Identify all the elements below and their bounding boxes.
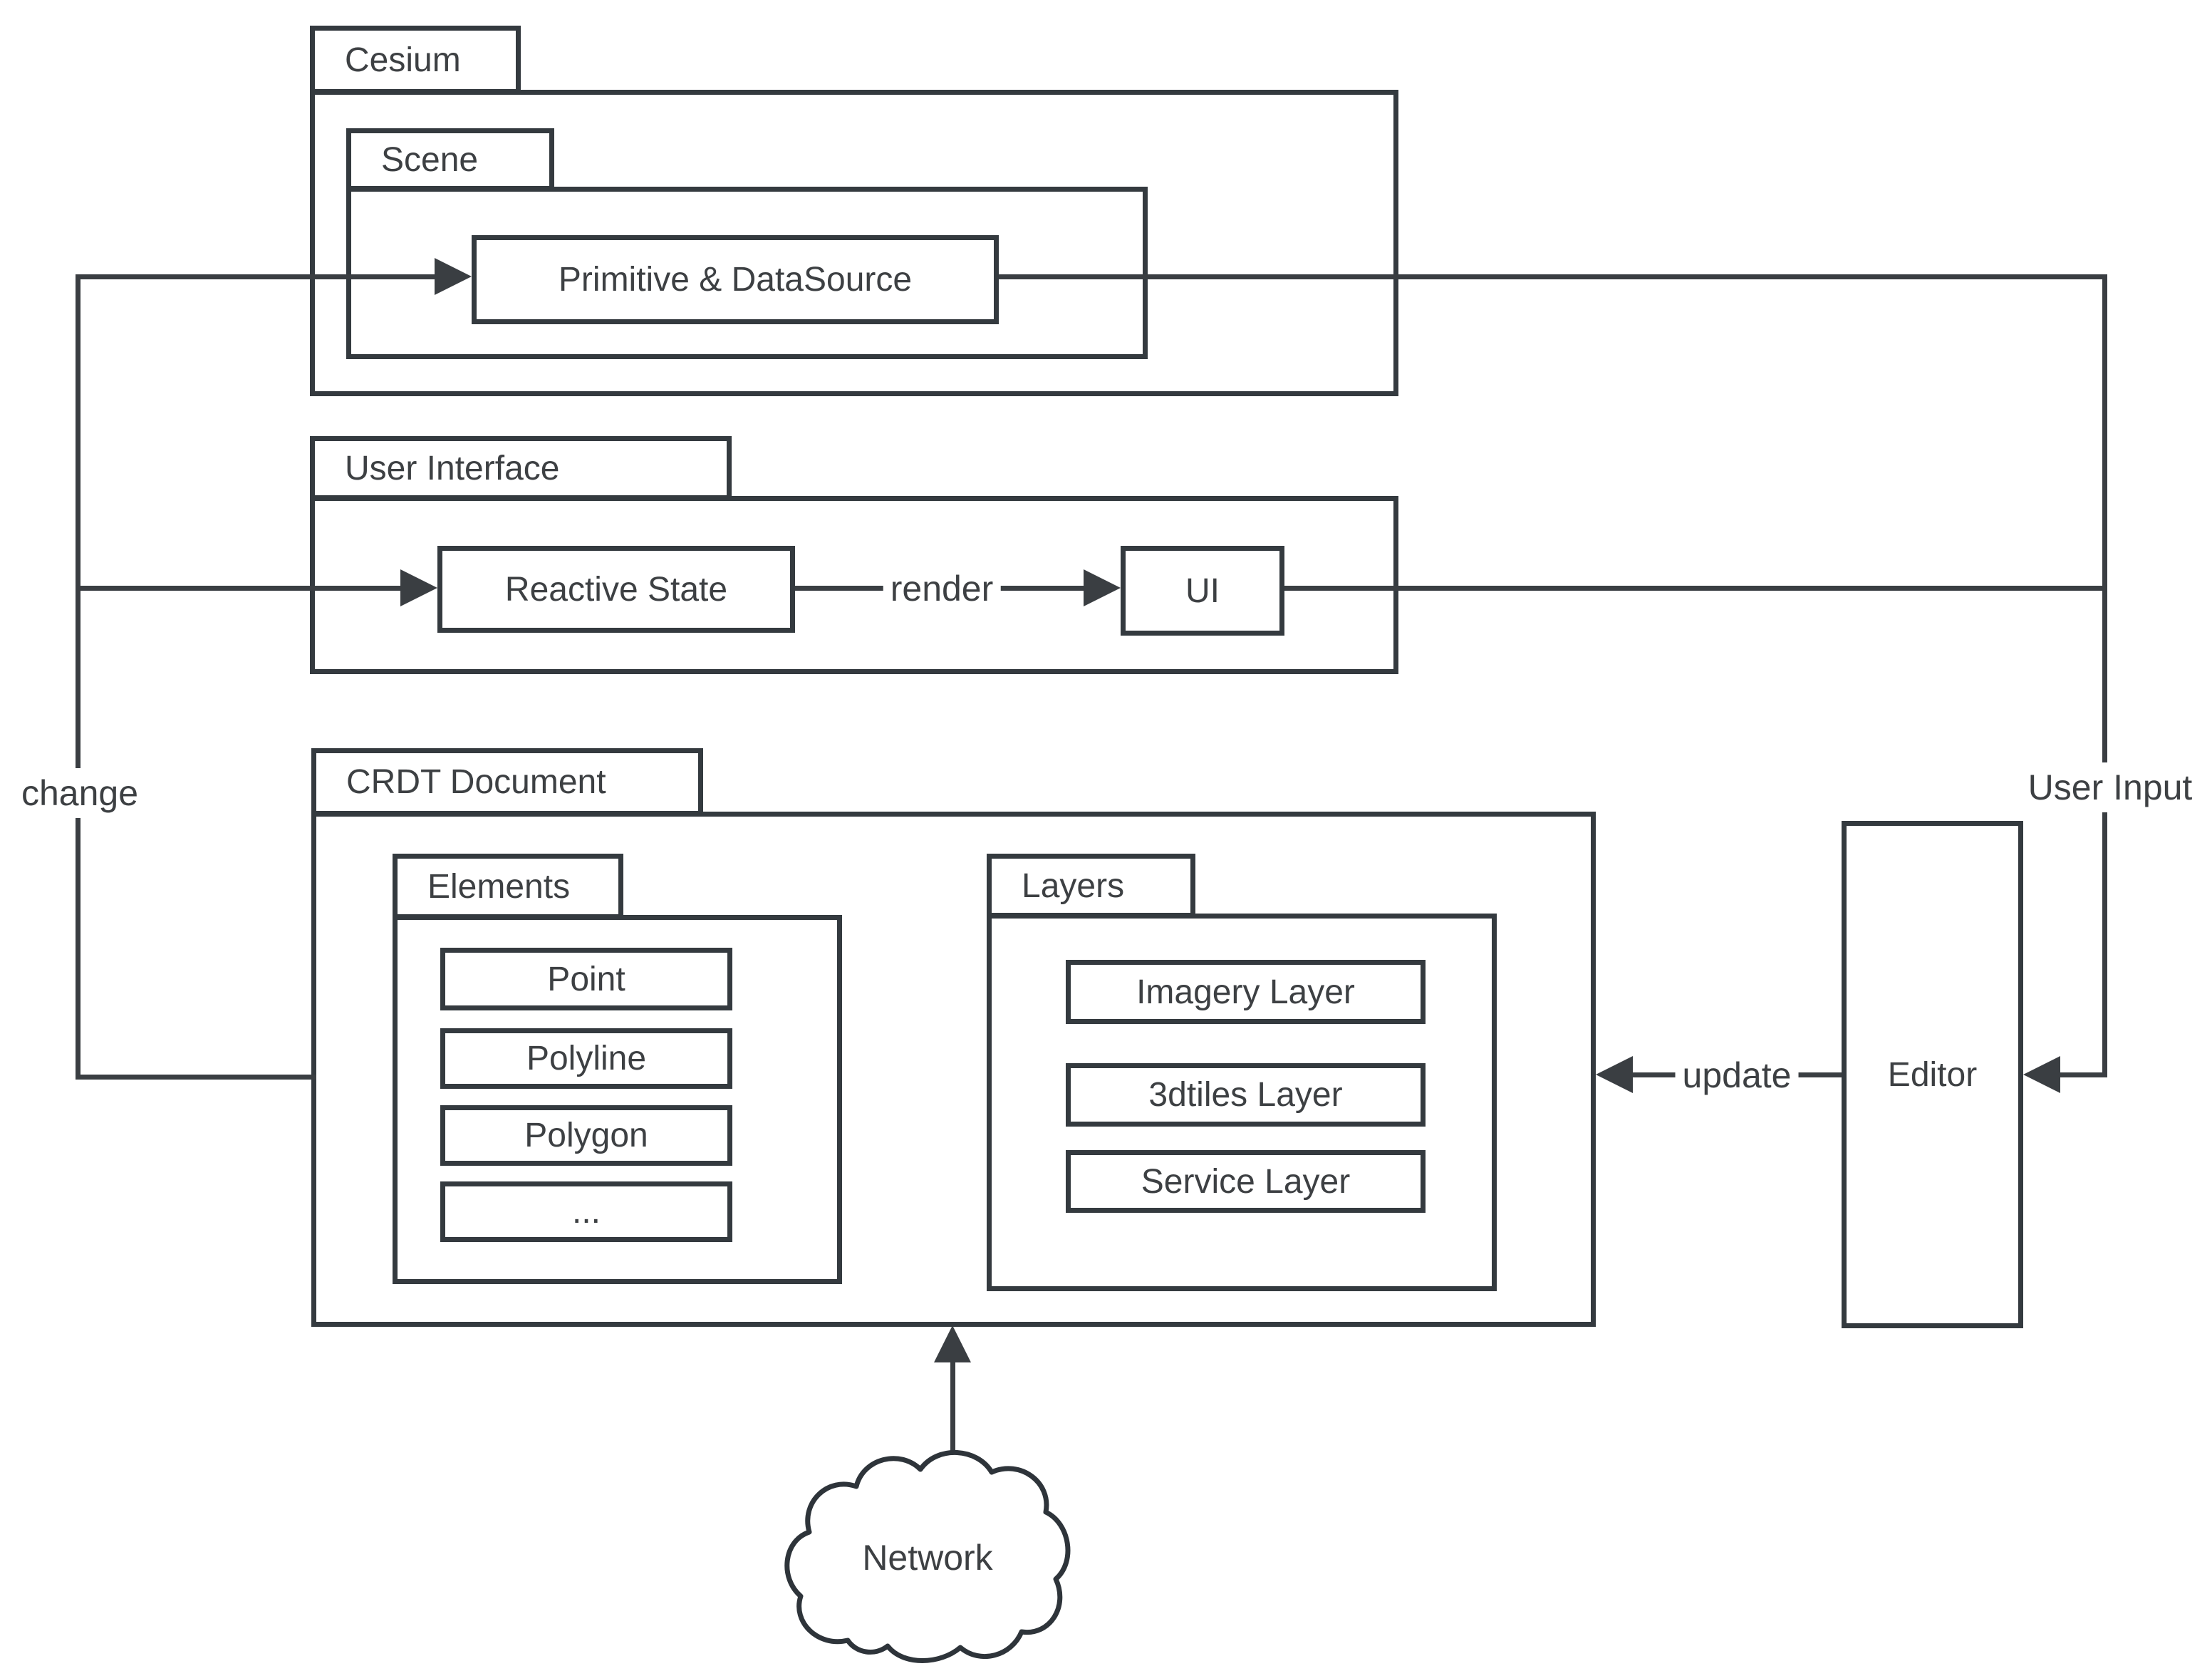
- node-imagery-layer-label: Imagery Layer: [1136, 973, 1355, 1011]
- node-polygon-label: Polygon: [524, 1117, 648, 1154]
- user-input-to-editor-line: [2059, 1072, 2107, 1077]
- arrowhead-into-editor: [2023, 1056, 2060, 1093]
- node-polygon: Polygon: [440, 1105, 732, 1166]
- edge-label-change: change: [14, 768, 146, 818]
- change-line-vertical: [76, 274, 81, 1080]
- ui-to-right-trunk-line: [1284, 586, 2107, 591]
- package-scene-label: Scene: [381, 140, 479, 179]
- node-editor: Editor: [1842, 821, 2023, 1328]
- network-cloud-icon: [784, 1450, 1071, 1663]
- package-crdt-document-label: CRDT Document: [346, 763, 606, 801]
- edge-label-user-input: User Input: [2020, 762, 2200, 812]
- network-to-crdt-line: [950, 1360, 955, 1454]
- node-imagery-layer: Imagery Layer: [1066, 960, 1426, 1024]
- node-reactive-state-label: Reactive State: [504, 570, 728, 609]
- package-layers-tab: Layers: [987, 854, 1195, 918]
- arrowhead-into-crdt-from-network: [934, 1325, 971, 1362]
- arrowhead-into-primitive: [435, 258, 472, 295]
- package-layers-label: Layers: [1022, 866, 1125, 905]
- edge-label-render: render: [883, 564, 1001, 614]
- package-cesium-label: Cesium: [345, 41, 461, 79]
- node-ellipsis: ...: [440, 1181, 732, 1242]
- node-primitive-datasource: Primitive & DataSource: [472, 235, 999, 324]
- package-cesium-tab: Cesium: [310, 26, 521, 94]
- package-elements-label: Elements: [427, 867, 571, 906]
- package-scene-tab: Scene: [346, 128, 554, 191]
- arrowhead-into-ui: [1084, 569, 1121, 606]
- node-service-layer: Service Layer: [1066, 1150, 1426, 1213]
- node-network-label: Network: [862, 1538, 993, 1578]
- node-primitive-datasource-label: Primitive & DataSource: [558, 261, 913, 299]
- node-point: Point: [440, 948, 732, 1010]
- change-to-reactive-line: [76, 586, 403, 591]
- node-polyline: Polyline: [440, 1028, 732, 1089]
- change-to-crdt-line: [76, 1075, 316, 1080]
- arrowhead-into-reactive-state: [400, 569, 437, 606]
- package-elements-tab: Elements: [393, 854, 623, 919]
- node-reactive-state: Reactive State: [437, 546, 795, 633]
- change-to-primitive-line: [76, 274, 437, 279]
- user-input-line-vertical: [2102, 274, 2107, 1077]
- primitive-to-right-trunk-line: [999, 274, 2107, 279]
- edge-label-update: update: [1675, 1050, 1799, 1100]
- node-3dtiles-layer-label: 3dtiles Layer: [1148, 1076, 1343, 1114]
- package-crdt-document-tab: CRDT Document: [311, 748, 703, 816]
- package-user-interface-label: User Interface: [345, 449, 560, 487]
- node-polyline-label: Polyline: [526, 1040, 647, 1077]
- node-ui: UI: [1121, 546, 1284, 636]
- node-editor-label: Editor: [1887, 1055, 1978, 1094]
- node-3dtiles-layer: 3dtiles Layer: [1066, 1063, 1426, 1127]
- node-ui-label: UI: [1185, 571, 1220, 610]
- arrowhead-into-crdt-document: [1596, 1056, 1633, 1093]
- node-ellipsis-label: ...: [571, 1193, 601, 1231]
- package-user-interface-tab: User Interface: [310, 436, 732, 500]
- node-service-layer-label: Service Layer: [1141, 1162, 1351, 1201]
- node-point-label: Point: [547, 960, 625, 998]
